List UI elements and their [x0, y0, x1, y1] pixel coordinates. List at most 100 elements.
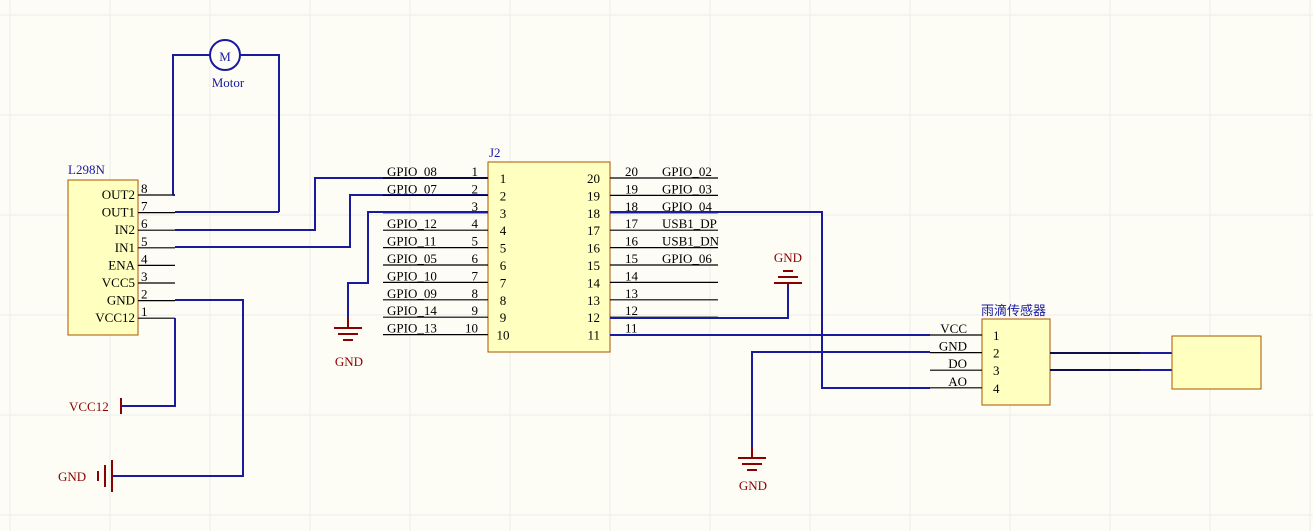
l298n-pin-name: OUT2: [102, 187, 135, 202]
gnd-j2-right-label: GND: [774, 250, 802, 265]
gnd-left-port[interactable]: GND: [58, 460, 113, 492]
j2-left-pin-inner-number: 8: [500, 293, 507, 308]
j2-left-pin-inner-number: 9: [500, 310, 507, 325]
l298n-pin-number: 7: [141, 199, 148, 214]
gnd-bottom-label: GND: [739, 478, 767, 493]
j2-left-pin-number: 6: [472, 251, 479, 266]
l298n-body: [67, 179, 139, 336]
j2-left-pin-number: 9: [472, 303, 479, 318]
j2-left-pin-number: 4: [472, 216, 479, 231]
motor-symbol: M: [219, 49, 231, 64]
j2-left-pin-inner-number: 10: [497, 328, 510, 343]
j2-left-pin-number: 8: [472, 286, 479, 301]
j2-right-pin-number: 19: [625, 181, 638, 196]
rain-probe-body[interactable]: [1171, 335, 1262, 390]
j2-right-pin-inner-number: 17: [587, 223, 601, 238]
j2-left-net-label: GPIO_08: [387, 164, 437, 179]
j2-left-pin-number: 2: [472, 181, 479, 196]
j2-right-net-label: USB1_DN: [662, 234, 720, 249]
wire-gnd: [113, 299, 244, 477]
rain-sensor-body: [981, 318, 1051, 406]
j2-right-net-label: GPIO_02: [662, 164, 712, 179]
j2-right-net-label: GPIO_03: [662, 181, 712, 196]
j2-left-net-label: GPIO_05: [387, 251, 437, 266]
rain-sensor-pin-number: 3: [993, 363, 1000, 378]
rain-sensor-pin-number: 2: [993, 346, 1000, 361]
gnd-j2-left-label: GND: [335, 354, 363, 369]
j2-left-pin-number: 1: [472, 164, 479, 179]
j2-right-pin-number: 16: [625, 234, 639, 249]
j2-right-pin-inner-number: 14: [587, 275, 601, 290]
l298n-pin-number: 6: [141, 216, 148, 231]
vcc12-power-port[interactable]: VCC12: [69, 398, 122, 414]
j2-left-net-label: GPIO_12: [387, 216, 437, 231]
j2-left-pin-number: 10: [465, 321, 478, 336]
j2-left-pin-inner-number: 6: [500, 258, 507, 273]
l298n-pin-number: 1: [141, 304, 148, 319]
rain-sensor-pin-number: 1: [993, 328, 1000, 343]
l298n-pin-name: OUT1: [102, 205, 135, 220]
l298n-pin-number: 3: [141, 269, 148, 284]
rain-sensor-pin-name: GND: [939, 339, 967, 354]
j2-left-pin-number: 5: [472, 234, 479, 249]
rain-sensor-pin-number: 4: [993, 381, 1000, 396]
j2-right-pin-number: 15: [625, 251, 638, 266]
j2-right-pin-number: 18: [625, 199, 638, 214]
j2-left-net-label: GPIO_10: [387, 268, 437, 283]
j2-right-pin-number: 13: [625, 286, 638, 301]
j2-right-pin-inner-number: 20: [587, 171, 600, 186]
l298n-pin-name: IN1: [115, 240, 135, 255]
wire-j2-pin12-gnd: [610, 285, 789, 319]
gnd-j2-left-port[interactable]: GND: [334, 318, 363, 369]
j2-left-net-label: GPIO_14: [387, 303, 437, 318]
j2-right-pin-number: 11: [625, 321, 638, 336]
j2-left-pin-number: 3: [472, 199, 479, 214]
j2-right-net-label: GPIO_06: [662, 251, 712, 266]
vcc12-label: VCC12: [69, 399, 109, 414]
j2-left-pin-inner-number: 2: [500, 188, 507, 203]
j2-body: [487, 161, 611, 353]
l298n-pin-name: GND: [107, 293, 135, 308]
wire-j2-pin18-ao: [610, 211, 930, 389]
wire-vcc12: [122, 318, 176, 407]
l298n-designator: L298N: [68, 162, 105, 177]
l298n-pin-number: 5: [141, 234, 148, 249]
motor-label: Motor: [212, 75, 245, 90]
wire-j2-pin3-gnd: [347, 211, 488, 320]
motor[interactable]: M Motor: [172, 39, 280, 212]
rain-sensor-designator: 雨滴传感器: [981, 303, 1046, 318]
j2-right-pin-number: 17: [625, 216, 639, 231]
j2-right-pin-inner-number: 13: [587, 293, 600, 308]
j2-left-pin-inner-number: 5: [500, 241, 507, 256]
gnd-j2-right-port[interactable]: GND: [774, 250, 802, 285]
gnd-bottom-port[interactable]: GND: [738, 448, 767, 493]
j2-left-pin-inner-number: 4: [500, 223, 507, 238]
j2-left-net-label: GPIO_11: [387, 234, 436, 249]
j2-left-pin-number: 7: [472, 268, 479, 283]
j2-left-net-label: GPIO_13: [387, 321, 437, 336]
j2-right-pin-number: 12: [625, 303, 638, 318]
l298n-pin-number: 2: [141, 287, 148, 302]
j2-right-pin-inner-number: 15: [587, 258, 600, 273]
l298n-pin-name: VCC12: [95, 310, 135, 325]
rain-sensor-pin-name: AO: [948, 374, 967, 389]
j2-right-pin-inner-number: 19: [587, 188, 600, 203]
j2-right-pin-number: 20: [625, 164, 638, 179]
motor-wire: [172, 54, 210, 195]
motor-wire: [240, 54, 280, 212]
j2-right-pin-number: 14: [625, 268, 639, 283]
j2-left-net-label: GPIO_09: [387, 286, 437, 301]
j2-designator: J2: [489, 145, 501, 160]
j2-left-pin-inner-number: 1: [500, 171, 507, 186]
j2-right-pin-inner-number: 18: [587, 206, 600, 221]
l298n-pin-name: ENA: [108, 257, 135, 272]
j2-left-pin-inner-number: 7: [500, 275, 507, 290]
